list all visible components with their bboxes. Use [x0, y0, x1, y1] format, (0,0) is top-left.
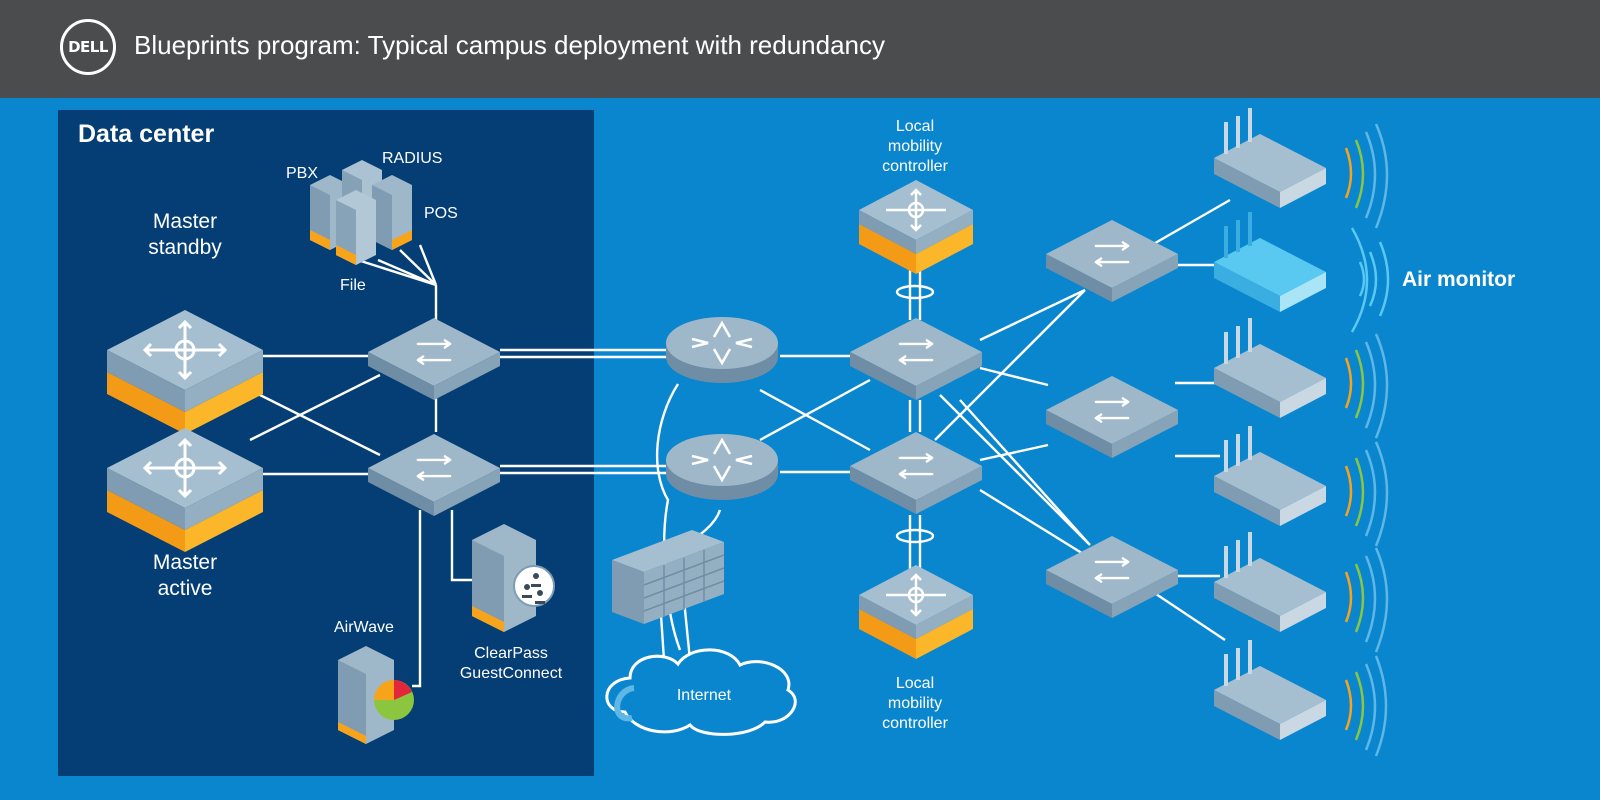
router-bottom-icon — [666, 434, 778, 500]
local-controller-top-label-line1: Local — [895, 118, 935, 135]
clearpass-label-line2: GuestConnect — [459, 665, 563, 682]
pos-label: POS — [424, 205, 458, 222]
local-controller-top-label: Local mobility controller — [866, 117, 964, 177]
access-point-5-icon — [1214, 640, 1388, 757]
header-bar: DELL Blueprints program: Typical campus … — [0, 0, 1600, 98]
access-switch-2-icon — [1046, 376, 1178, 458]
access-switch-3-icon — [1046, 536, 1178, 618]
dc-switch-top-icon — [368, 318, 500, 400]
local-mobility-controller-top-icon — [859, 180, 973, 274]
master-standby-label-line1: Master — [152, 210, 218, 233]
local-controller-top-label-line2: mobility — [887, 138, 943, 155]
local-controller-top-label-line3: controller — [882, 158, 948, 175]
access-point-2-icon — [1214, 318, 1389, 439]
master-standby-label-line2: standby — [148, 236, 222, 259]
air-monitor-device-icon — [1214, 212, 1390, 333]
access-point-1-icon — [1214, 108, 1389, 229]
file-label: File — [340, 277, 366, 294]
master-standby-label: Master standby — [136, 209, 234, 261]
master-active-label: Master active — [136, 550, 234, 602]
clearpass-label-line1: ClearPass — [474, 645, 548, 662]
master-standby-controller-icon — [107, 310, 263, 434]
router-top-icon — [666, 317, 778, 383]
access-point-3-icon — [1214, 426, 1389, 547]
internet-cloud-icon — [605, 648, 797, 736]
page-title: Blueprints program: Typical campus deplo… — [134, 30, 886, 60]
local-mobility-controller-bottom-icon — [859, 565, 973, 659]
data-center-title: Data center — [78, 120, 215, 148]
airwave-server-icon — [338, 646, 414, 744]
local-controller-bottom-label-line2: mobility — [887, 695, 943, 712]
local-controller-bottom-label-line3: controller — [882, 715, 948, 732]
server-cluster-icon — [310, 160, 412, 265]
dc-switch-bottom-icon — [368, 434, 500, 516]
master-active-label-line1: Master — [152, 551, 218, 574]
clearpass-server-icon — [472, 524, 555, 632]
local-controller-bottom-label-line1: Local — [895, 675, 935, 692]
air-monitor-label: Air monitor — [1402, 268, 1516, 291]
airwave-label: AirWave — [334, 619, 394, 636]
pbx-label: PBX — [286, 165, 319, 182]
dell-logo: DELL — [60, 19, 116, 75]
internet-label: Internet — [676, 687, 732, 704]
core-switch-bottom-icon — [850, 432, 982, 514]
master-active-controller-icon — [107, 428, 263, 552]
firewall-icon — [612, 530, 725, 624]
radius-label: RADIUS — [382, 150, 443, 167]
local-controller-bottom-label: Local mobility controller — [866, 674, 964, 734]
core-switch-top-icon — [850, 318, 982, 400]
clearpass-label: ClearPass GuestConnect — [450, 644, 572, 684]
access-switch-1-icon — [1046, 220, 1178, 302]
master-active-label-line2: active — [157, 577, 213, 600]
access-point-4-icon — [1214, 532, 1389, 653]
